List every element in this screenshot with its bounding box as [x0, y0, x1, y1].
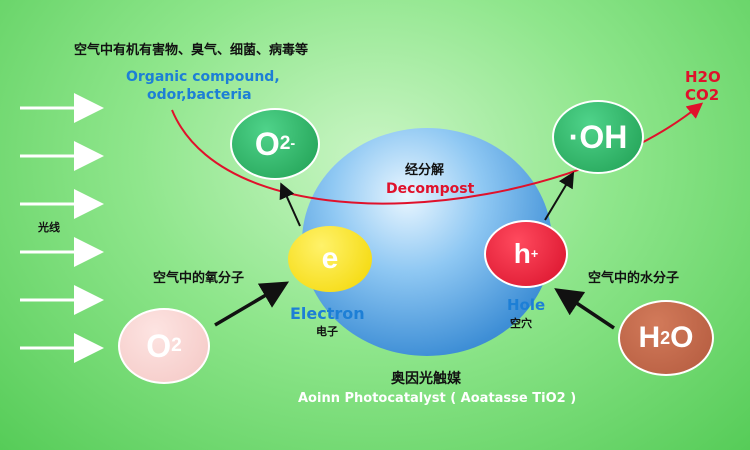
h2o-molecule-h: H [638, 321, 661, 354]
arrow-electron-to-o2radical [279, 182, 301, 227]
arrow-h2o-to-hole [554, 288, 615, 330]
o2-radical-main: O [254, 125, 280, 162]
o2-radical-sup: - [290, 136, 296, 152]
o2-radical-sub: 2 [279, 133, 291, 154]
hole-symbol: h [513, 238, 531, 269]
catalyst-en: Aoinn Photocatalyst ( Aoatasse TiO2 ) [298, 391, 577, 406]
o2-molecule-main: O [146, 327, 172, 364]
decompose-cn: 经分解 [405, 163, 445, 178]
oh-radical-bubble: ·OH [552, 100, 644, 174]
oh-radical-label: ·OH [568, 118, 628, 155]
organic-pollutants-cn: 空气中有机有害物、臭气、细菌、病毒等 [74, 43, 309, 58]
electron-en: Electron [290, 304, 365, 323]
product-h2o: H2O [685, 68, 721, 86]
hole-cn: 空穴 [510, 317, 532, 330]
hole-bubble: h+ [484, 220, 568, 288]
o2-molecule-sub: 2 [171, 335, 182, 356]
electron-cn: 电子 [316, 325, 338, 338]
electron-symbol: e [321, 242, 339, 275]
organic-pollutants-en-1: Organic compound, [126, 69, 280, 85]
hole-sup: + [530, 247, 539, 261]
catalyst-cn: 奥因光触媒 [391, 371, 461, 387]
hole-en: Hole [507, 296, 546, 314]
arrow-o2-to-electron [214, 281, 290, 327]
h2o-air-label: 空气中的水分子 [588, 271, 680, 286]
decompose-en: Decompost [386, 181, 475, 197]
arrow-hole-to-oh [544, 171, 575, 221]
h2o-molecule-sub: 2 [660, 327, 671, 348]
electron-bubble: e [288, 226, 372, 292]
o2-air-label: 空气中的氧分子 [153, 271, 245, 286]
h2o-molecule-o: O [670, 321, 694, 354]
light-label: 光线 [38, 221, 60, 234]
organic-pollutants-en-2: odor,bacteria [147, 87, 252, 103]
product-co2: CO2 [685, 86, 720, 104]
light-arrows [20, 93, 104, 363]
